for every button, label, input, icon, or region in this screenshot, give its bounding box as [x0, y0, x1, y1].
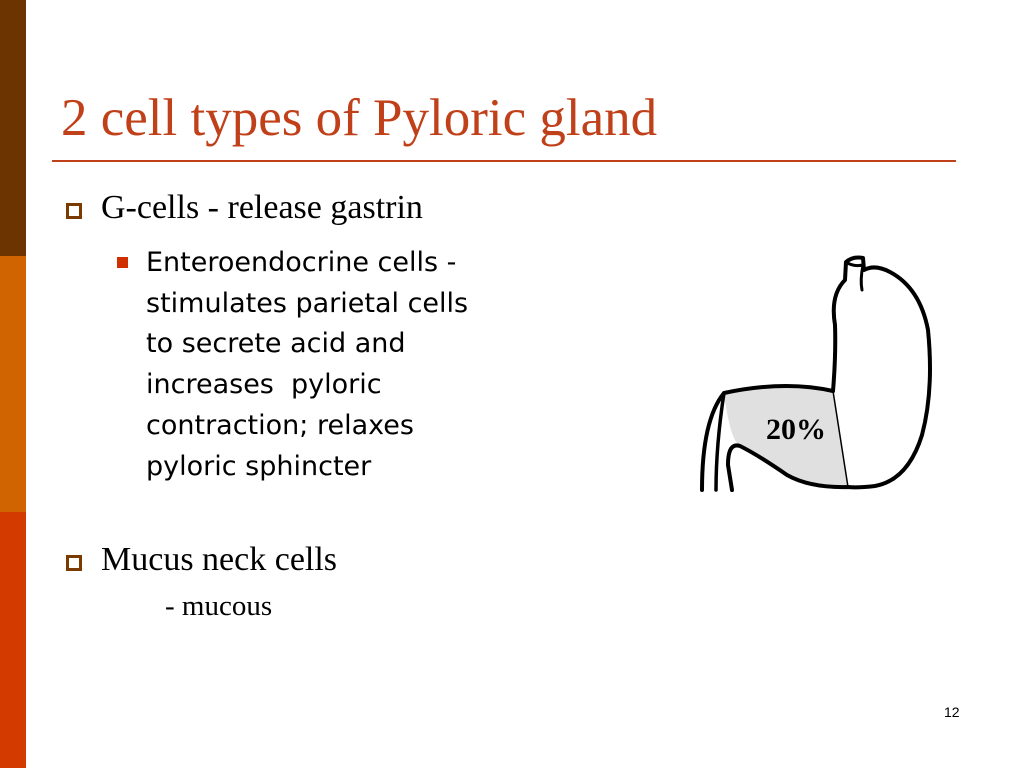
sub-bullet-line: contraction; relaxes — [146, 409, 414, 441]
pyloric-region-shading — [724, 385, 848, 488]
mucous-note: - mucous — [165, 590, 273, 622]
percentage-label: 20% — [766, 413, 826, 446]
hollow-square-bullet-icon — [66, 555, 82, 571]
title-underline — [52, 160, 956, 162]
sub-bullet-line: pyloric sphincter — [146, 450, 372, 482]
sub-bullet-line: Enteroendocrine cells - — [146, 247, 457, 278]
sub-bullet-text: Enteroendocrine cells - stimulates parie… — [146, 243, 468, 487]
sub-bullet-enteroendocrine: Enteroendocrine cells - stimulates parie… — [117, 243, 468, 487]
stomach-diagram: 20% — [700, 255, 932, 492]
filled-square-bullet-icon — [117, 257, 128, 268]
sub-bullet-line: increases pyloric — [146, 369, 382, 401]
pyloric-boundary-line — [832, 390, 849, 488]
sub-bullet-line: to secrete acid and — [146, 328, 406, 360]
side-bar-middle — [0, 256, 26, 512]
stomach-outer-outline — [700, 255, 932, 492]
hollow-square-bullet-icon — [66, 203, 82, 219]
side-bar-top — [0, 0, 26, 256]
stomach-inner-curve — [714, 391, 726, 492]
sub-bullet-line: stimulates parietal cells — [146, 287, 469, 319]
slide-number: 12 — [944, 704, 960, 720]
slide-title: 2 cell types of Pyloric gland — [61, 89, 658, 147]
bullet-mucus-neck-cells: Mucus neck cells — [66, 540, 337, 580]
bullet-g-cells: G-cells - release gastrin — [66, 188, 423, 228]
esophagus-inner-line — [844, 260, 865, 292]
bullet-text: G-cells - release gastrin — [101, 189, 423, 226]
side-bar-bottom — [0, 512, 26, 768]
bullet-text: Mucus neck cells — [101, 541, 338, 578]
